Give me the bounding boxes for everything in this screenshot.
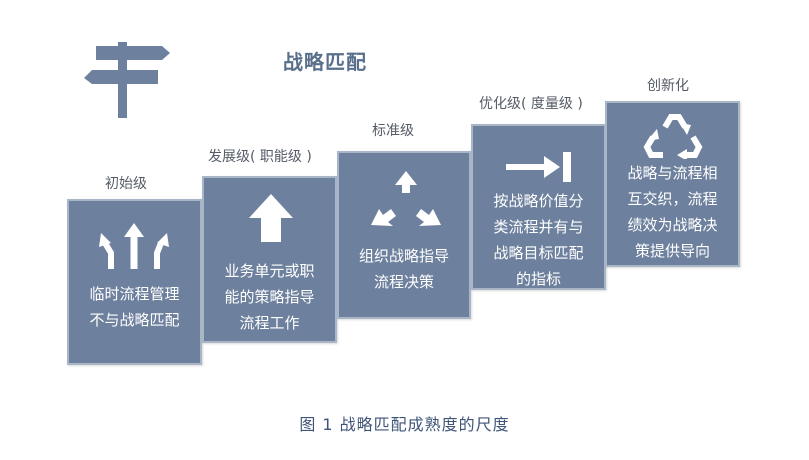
step-text-line: 按战略价值分 bbox=[493, 192, 584, 210]
step-text-line: 的指标 bbox=[515, 270, 561, 288]
arrow-to-bar-icon bbox=[506, 152, 572, 182]
step-text-line: 战略与流程相 bbox=[627, 164, 718, 182]
step-text-line: 组织战略指导 bbox=[358, 247, 449, 265]
level-label-initial: 初始级 bbox=[105, 176, 147, 192]
step-text-line: 业务单元或职 bbox=[224, 262, 315, 280]
step-optimized: 按战略价值分 类流程并有与 战略目标匹配 的指标 bbox=[471, 124, 606, 290]
step-text-line: 互交织，流程 bbox=[627, 190, 718, 208]
recycle-icon bbox=[643, 113, 703, 159]
figure-caption: 图 1 战略匹配成熟度的尺度 bbox=[299, 415, 510, 434]
step-text-line: 流程工作 bbox=[239, 314, 300, 332]
step-text-line: 绩效为战略决 bbox=[627, 216, 718, 234]
split-arrows-icon bbox=[99, 223, 169, 271]
step-text-line: 策提供导向 bbox=[634, 242, 710, 260]
step-text-line: 流程决策 bbox=[373, 273, 434, 291]
signpost-icon bbox=[74, 40, 174, 120]
three-arrows-icon bbox=[369, 171, 443, 227]
step-text-line: 临时流程管理 bbox=[89, 285, 180, 303]
level-label-standard: 标准级 bbox=[372, 123, 414, 139]
level-label-developing: 发展级( 职能级 ) bbox=[208, 149, 312, 165]
page-title: 战略匹配 bbox=[283, 50, 367, 74]
step-text-line: 战略目标匹配 bbox=[493, 244, 584, 262]
step-text-line: 不与战略匹配 bbox=[89, 311, 180, 329]
level-label-optimized: 优化级( 度量级 ) bbox=[479, 96, 583, 112]
step-text-line: 类流程并有与 bbox=[493, 218, 584, 236]
up-arrow-icon bbox=[247, 194, 295, 244]
step-text-line: 能的策略指导 bbox=[224, 288, 315, 306]
step-developing: 业务单元或职 能的策略指导 流程工作 bbox=[202, 176, 337, 343]
step-innovative: 战略与流程相 互交织，流程 绩效为战略决 策提供导向 bbox=[605, 101, 740, 267]
step-standard: 组织战略指导 流程决策 bbox=[337, 151, 471, 319]
level-label-innovative: 创新化 bbox=[647, 78, 689, 94]
step-initial: 临时流程管理 不与战略匹配 bbox=[67, 199, 202, 365]
